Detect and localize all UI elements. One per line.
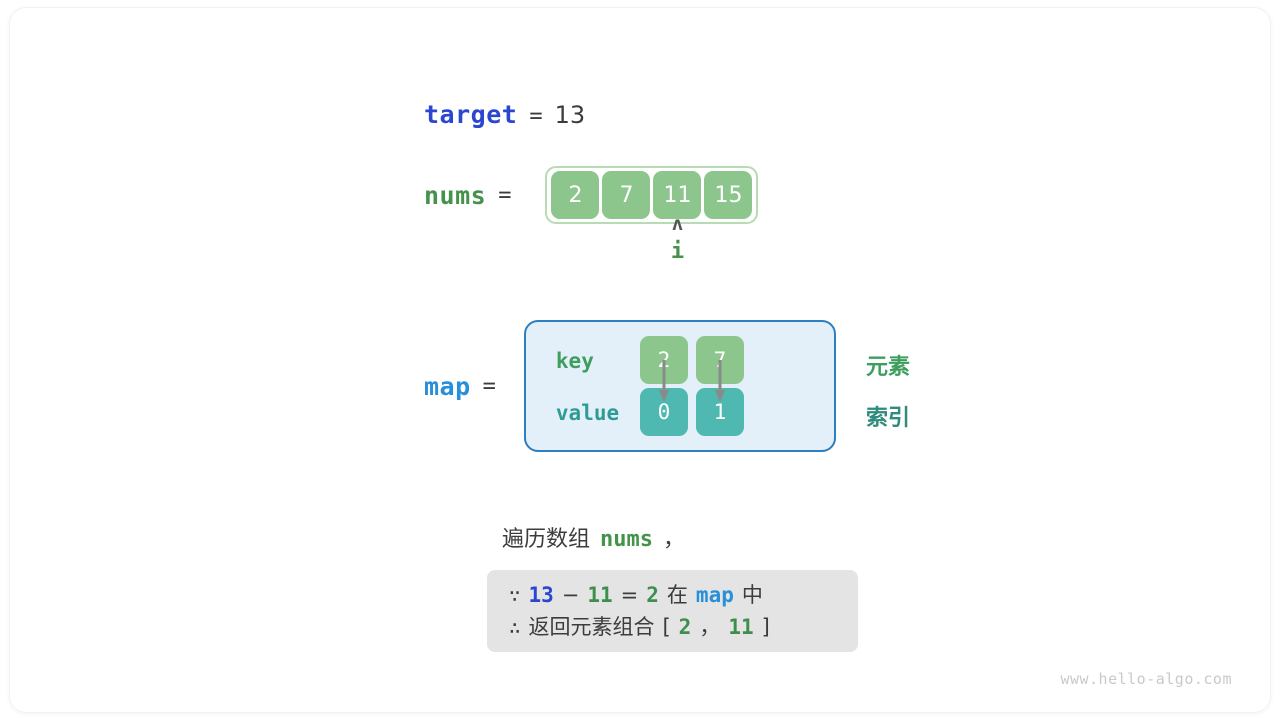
map-key-cell: 7 [695, 336, 744, 384]
conclusion-in-word: 在 [666, 583, 688, 607]
nums-array: 2 7 11 15 [545, 166, 759, 224]
map-entry: 7 1 [695, 336, 744, 436]
watermark: www.hello-algo.com [1060, 670, 1232, 688]
map-box: key value 2 0 7 1 [523, 320, 836, 452]
map-equals-sign: = [482, 373, 496, 399]
nums-label: nums [424, 180, 487, 210]
caption-variable: nums [600, 527, 653, 552]
map-value-cell: 0 [639, 388, 688, 436]
annotation-element: 元素 [866, 355, 911, 380]
result-comma: ， [699, 615, 721, 639]
index-pointer-group: ʌ i [651, 213, 703, 265]
caption-suffix: ， [663, 527, 686, 552]
open-bracket: [ [662, 615, 671, 639]
map-value-cell: 1 [695, 388, 744, 436]
map-variable-row: map = key value 2 0 7 1 [424, 320, 836, 452]
map-key-row-label: key [555, 349, 594, 373]
conclusion-text: 返回元素组合 [528, 615, 655, 639]
nums-equals-sign: = [498, 182, 512, 208]
operand-current: 11 [587, 583, 613, 607]
result-value-2: 11 [728, 615, 754, 639]
array-cell: 7 [602, 171, 651, 219]
operand-target: 13 [528, 583, 554, 607]
map-key-cell: 2 [639, 336, 688, 384]
conclusion-map-ref: map [695, 583, 734, 607]
close-bracket: ] [761, 615, 770, 639]
conclusion-box: ∵ 13 − 11 = 2 在 map 中 ∴ 返回元素组合 [ 2 ， 11 … [487, 570, 858, 652]
target-variable-row: target = 13 [424, 100, 585, 129]
result-value-1: 2 [678, 615, 692, 639]
target-value: 13 [554, 101, 586, 129]
map-value-row-label: value [555, 401, 620, 425]
caption-line: 遍历数组 nums ， [502, 521, 685, 553]
minus-sign: − [561, 583, 580, 607]
array-cell: 11 [653, 171, 702, 219]
map-entries: 2 0 7 1 [639, 336, 744, 436]
array-cell: 2 [551, 171, 600, 219]
conclusion-tail-word: 中 [741, 583, 763, 607]
pointer-label: i [670, 239, 685, 264]
map-entry: 2 0 [639, 336, 688, 436]
conclusion-line-1: ∵ 13 − 11 = 2 在 map 中 [509, 580, 836, 612]
map-label: map [424, 371, 471, 401]
target-label: target [424, 100, 518, 129]
caret-up-icon: ʌ [671, 213, 684, 235]
therefore-symbol: ∴ [509, 617, 521, 639]
nums-variable-row: nums = 2 7 11 15 [424, 166, 759, 224]
conclusion-line-2: ∴ 返回元素组合 [ 2 ， 11 ] [509, 612, 836, 644]
annotation-index: 索引 [866, 406, 911, 431]
array-cell: 15 [704, 171, 753, 219]
equals-sign: = [620, 583, 639, 607]
diagram-card: target = 13 nums = 2 7 11 15 ʌ i map = k… [10, 8, 1270, 712]
because-symbol: ∵ [509, 585, 521, 607]
caption-prefix: 遍历数组 [502, 527, 591, 552]
target-equals-sign: = [529, 104, 543, 129]
operand-result: 2 [646, 583, 659, 607]
